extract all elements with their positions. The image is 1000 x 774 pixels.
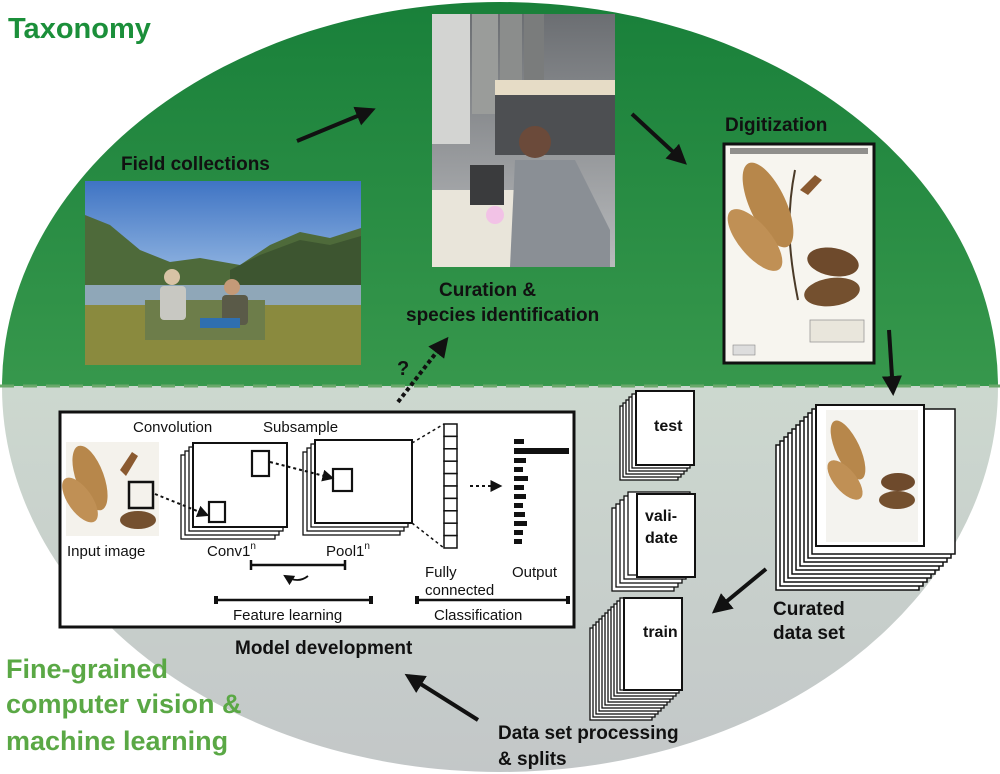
processing-label-line2: & splits <box>498 749 567 770</box>
split-test-label: test <box>654 418 683 435</box>
output-bars <box>514 439 569 544</box>
input-image-label: Input image <box>67 543 145 560</box>
bottom-title-line1: Fine-grained <box>6 654 168 684</box>
split-validate-label-line2: date <box>645 530 678 547</box>
fully-connected-label-line1: Fully <box>425 564 457 581</box>
arrow-field-to-curation <box>296 106 376 143</box>
split-train-label: train <box>643 624 678 641</box>
arrow-digitization-to-curated <box>881 329 902 396</box>
conv-label: Conv1n <box>207 541 256 560</box>
subsample-label: Subsample <box>263 419 338 436</box>
taxonomy-title: Taxonomy <box>8 13 151 45</box>
model-development-label: Model development <box>235 638 413 659</box>
curated-label-line2: data set <box>773 623 845 644</box>
processing-label-line1: Data set processing <box>498 723 679 744</box>
test-stack <box>619 390 695 481</box>
curated-data-stack <box>775 404 956 591</box>
curation-photo <box>432 14 615 267</box>
pool-label: Pool1n <box>326 541 370 560</box>
classification-label: Classification <box>434 607 522 624</box>
convolution-label: Convolution <box>133 419 212 436</box>
split-validate-label-line1: vali- <box>645 508 677 525</box>
curation-label-line2: species identification <box>406 305 599 326</box>
validate-stack <box>611 491 696 592</box>
bottom-title-line2: computer vision & <box>6 689 242 719</box>
output-label: Output <box>512 564 558 581</box>
model-box: Convolution Subsample Input image Conv1n <box>58 410 576 629</box>
field-photo <box>85 181 361 365</box>
dotted-arrow-to-curation <box>396 336 449 404</box>
question-mark: ? <box>397 358 409 380</box>
arrow-curated-to-splits <box>711 567 768 614</box>
herbarium-sheet <box>722 142 876 365</box>
field-collections-label: Field collections <box>121 154 270 175</box>
arrow-splits-to-model <box>404 673 480 722</box>
train-stack <box>589 597 683 721</box>
fully-connected-column <box>443 423 458 549</box>
feature-learning-label: Feature learning <box>233 607 342 624</box>
bottom-title-line3: machine learning <box>6 726 228 756</box>
fully-connected-label-line2: connected <box>425 582 494 599</box>
curated-label-line1: Curated <box>773 599 845 620</box>
arrow-curation-to-digitization <box>630 112 687 165</box>
digitization-label: Digitization <box>725 115 827 136</box>
curation-label-line1: Curation & <box>439 280 536 301</box>
